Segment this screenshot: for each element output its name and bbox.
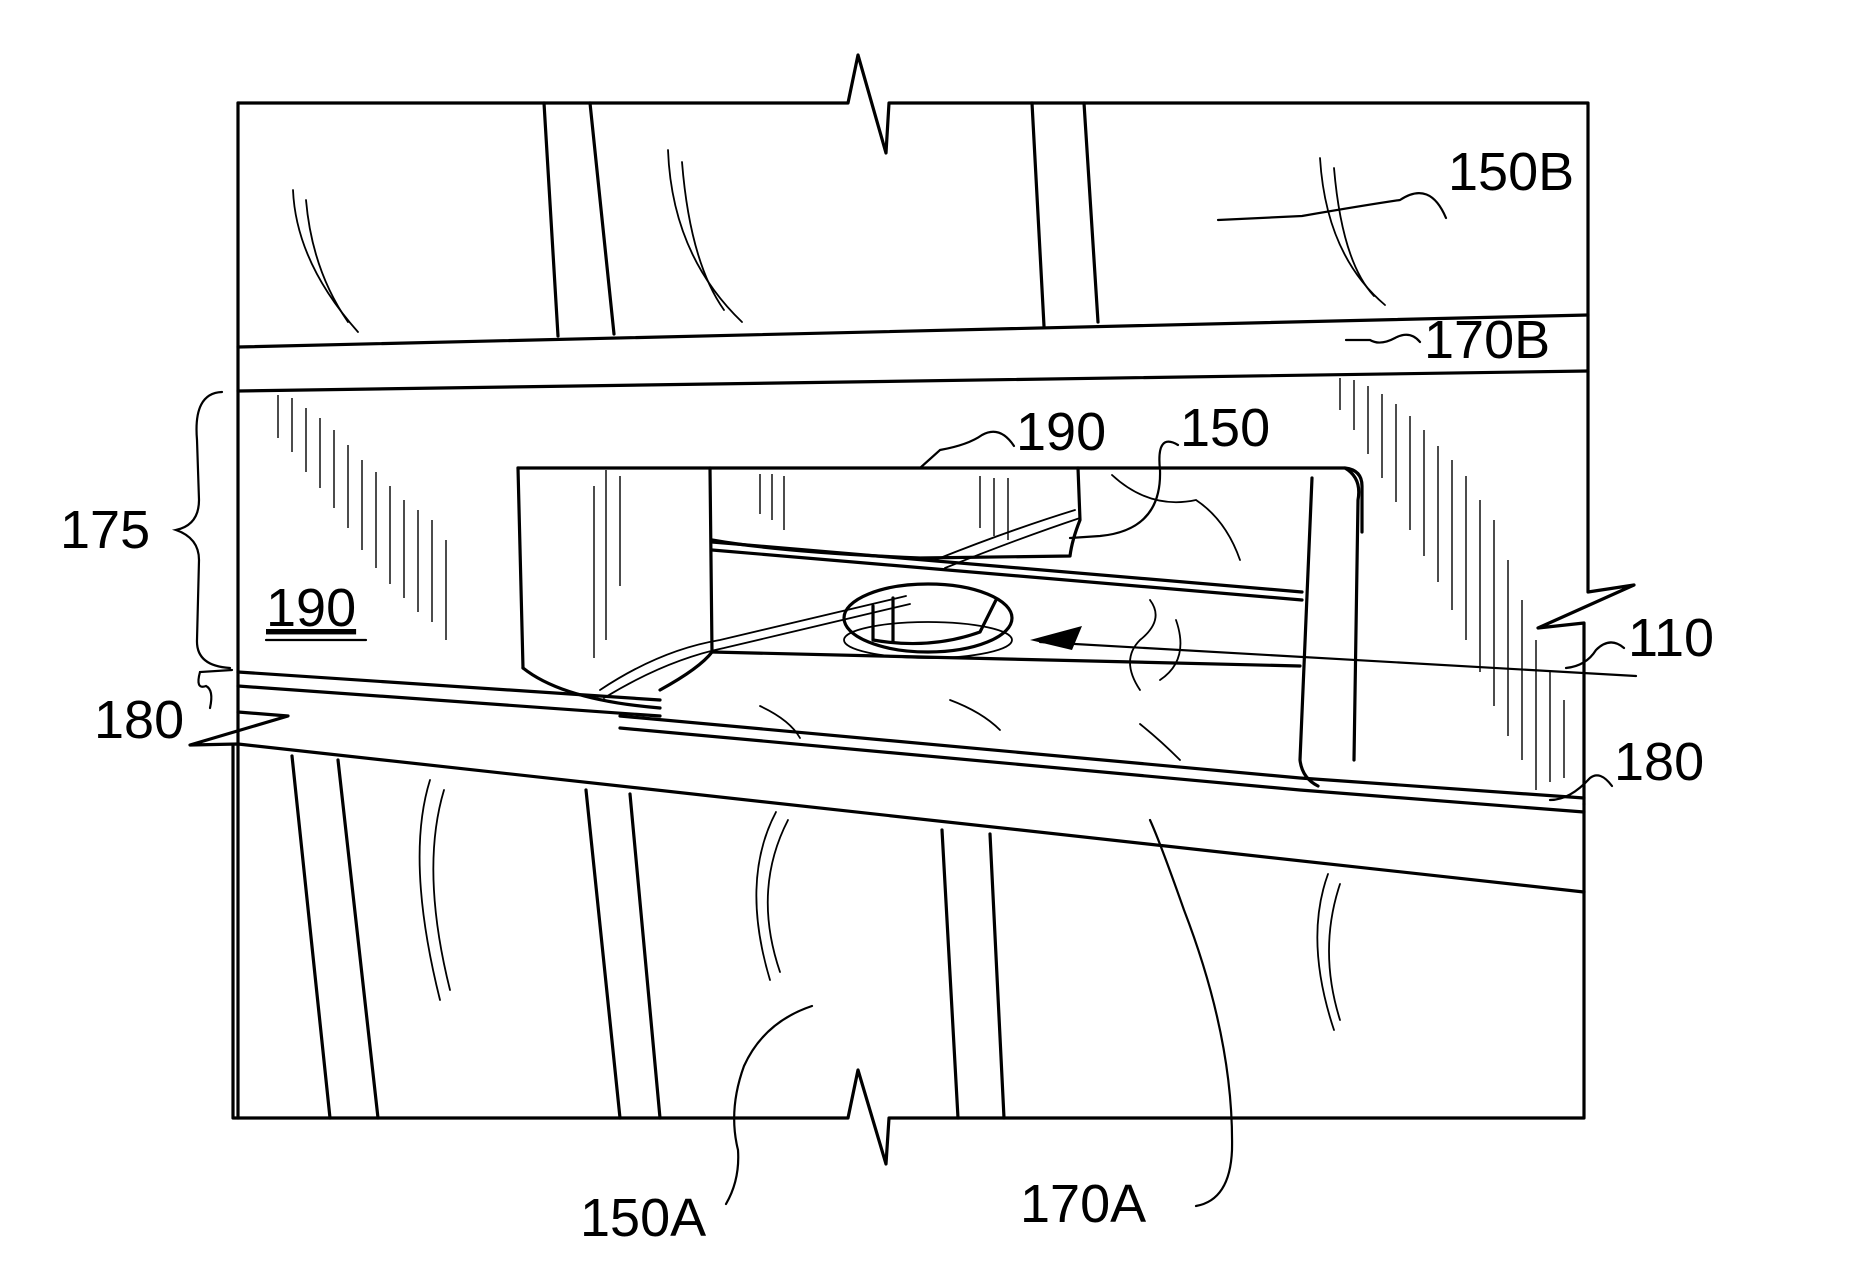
lower-units-150A [233,745,1584,1164]
label-175: 175 [60,500,150,560]
leader-180-left [198,670,232,708]
leader-150A [726,1006,812,1204]
label-180-right: 180 [1614,732,1704,792]
upper-units-150B [238,55,1588,1118]
leader-190-top [920,432,1014,468]
label-150B: 150B [1448,142,1574,202]
leader-110 [1566,642,1624,668]
leader-170B [1346,335,1420,343]
label-190-top: 190 [1016,402,1106,462]
label-150: 150 [1180,398,1270,458]
label-170A: 170A [1020,1174,1146,1234]
leader-150B [1218,193,1446,220]
middle-section-175 [176,371,1636,804]
leader-170A [1150,820,1232,1206]
arrow-110 [1030,626,1636,676]
brace-175 [176,392,230,668]
squiggle-shading [760,475,1240,760]
label-190-left: 190 [266,578,356,638]
label-110: 110 [1628,608,1714,668]
base-rails-180 [238,672,1584,812]
label-170B: 170B [1424,310,1550,370]
disc-component-110 [844,584,1012,658]
label-150A: 150A [580,1188,706,1248]
label-180-left: 180 [94,690,184,750]
shelf-170B [238,315,1588,391]
reference-labels: 150B 170B 175 190 150 190 110 180 180 15… [60,142,1714,1248]
